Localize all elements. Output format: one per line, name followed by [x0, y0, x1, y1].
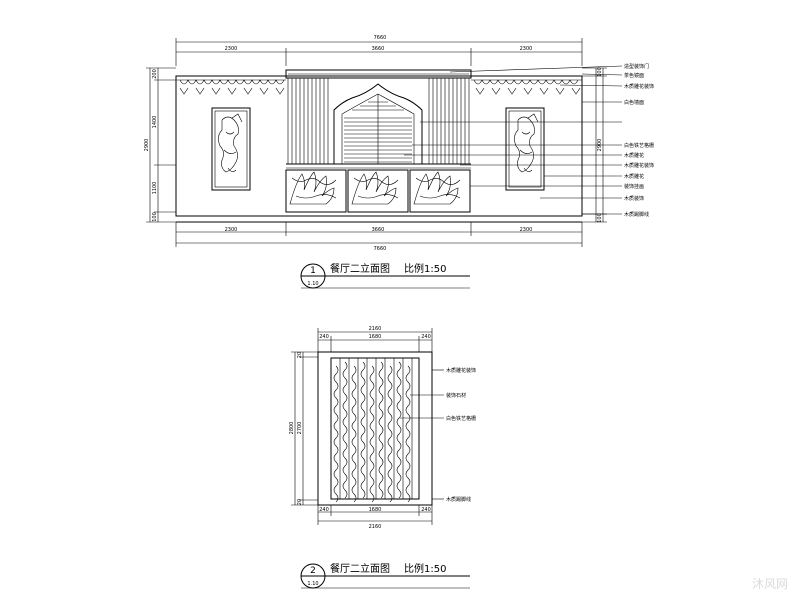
callout-labels-2: 木质雕花装饰 装饰石材 白色铁艺格栅 木质踢脚线 [446, 367, 476, 503]
left-cornice [176, 79, 286, 95]
top-seg-dim-3: 2300 [520, 46, 533, 52]
callout-8: 木质雕花 [624, 173, 644, 180]
right-dim-1: 100 [597, 67, 603, 77]
title-1: 餐厅二立面图 [330, 262, 390, 275]
callout-9: 装饰挂画 [624, 183, 644, 190]
carved-panel-2 [347, 169, 409, 213]
top-total-dim-2: 2160 [369, 326, 382, 332]
carved-panel-1 [285, 169, 347, 213]
bottom-seg-2-1: 240 [319, 507, 329, 513]
right-curtain [428, 77, 470, 165]
top-seg-2-3: 240 [421, 334, 431, 340]
bottom-seg-dim-2: 3660 [372, 227, 385, 233]
screen-inner-frame [330, 357, 420, 500]
bottom-dimensions: 2300 3660 2300 7660 [175, 222, 583, 252]
left-dim-3: 1100 [152, 182, 158, 195]
callout-7: 木质雕花装饰 [624, 162, 654, 169]
scale-1: 比例1:50 [404, 262, 446, 275]
callout-1: 造型装饰门 [624, 63, 649, 70]
title-2: 餐厅二立面图 [330, 562, 390, 575]
screen-frame [317, 351, 433, 506]
top-total-dim: 7660 [374, 35, 387, 41]
elevation-2: 2160 240 1680 240 20 2700 20 2800 [289, 326, 476, 589]
left-dim-2-total: 2800 [289, 422, 295, 435]
callout-labels: 造型装饰门 茶色镜面 木质雕花装饰 白色墙面 白色铁艺格栅 木质雕花 木质雕花装… [624, 63, 654, 218]
sheet-ref-1: 1.10 [307, 281, 318, 287]
center-top-band [285, 69, 472, 79]
scale-2: 比例1:50 [404, 562, 446, 575]
elevation-1: 7660 2300 3660 2300 200 1400 2900 1100 1… [144, 35, 654, 289]
callout-5: 白色铁艺格栅 [624, 142, 654, 149]
callout-leaders [404, 65, 623, 215]
watermark-text: 沐风网 [752, 577, 788, 591]
callout-6: 木质雕花 [624, 152, 644, 159]
callout-2-4: 木质踢脚线 [446, 496, 471, 503]
top-seg-2-1: 240 [319, 334, 329, 340]
title-number-1: 1 [310, 266, 316, 276]
watermark: 沐风网 [752, 577, 788, 591]
arched-louvre-window [333, 83, 423, 165]
top-seg-dim-1: 2300 [225, 46, 238, 52]
right-decor-panel [505, 107, 545, 191]
bottom-total-dim: 7660 [374, 246, 387, 252]
bottom-seg-2-2: 1680 [369, 507, 382, 513]
left-dimensions-2: 20 2700 20 2800 [289, 351, 318, 506]
sheet-ref-2: 1.10 [307, 581, 318, 587]
left-curtain [287, 77, 329, 165]
left-decor-panel [211, 107, 251, 191]
left-dim-1: 200 [152, 69, 158, 79]
carved-lattice [333, 358, 413, 503]
callout-2-1: 木质雕花装饰 [446, 367, 476, 374]
carved-panel-3 [409, 169, 471, 213]
callout-3: 木质雕花装饰 [624, 83, 654, 90]
bottom-dimensions-2: 240 1680 240 2160 [317, 505, 433, 530]
left-dimensions: 200 1400 2900 1100 100 [144, 67, 176, 223]
left-dim-2: 1400 [152, 116, 158, 129]
callout-2: 茶色镜面 [624, 72, 644, 79]
top-dimensions: 7660 2300 3660 2300 [175, 35, 583, 66]
right-cornice [471, 79, 582, 95]
left-dim-2-1: 20 [297, 352, 303, 358]
bottom-seg-2-3: 240 [421, 507, 431, 513]
callout-11: 木质踢脚线 [624, 211, 649, 218]
left-dim-2-3: 20 [297, 499, 303, 505]
callout-4: 白色墙面 [624, 99, 644, 106]
callout-2-3: 白色铁艺格栅 [446, 415, 476, 422]
title-block-2: 2 1.10 餐厅二立面图 比例1:50 [300, 562, 470, 589]
bottom-total-dim-2: 2160 [369, 524, 382, 530]
callout-10: 木质装饰 [624, 195, 644, 202]
bottom-seg-dim-3: 2300 [520, 227, 533, 233]
top-seg-dim-2: 3660 [372, 46, 385, 52]
top-dimensions-2: 2160 240 1680 240 [317, 326, 433, 352]
title-block-1: 1 1.10 餐厅二立面图 比例1:50 [300, 262, 470, 289]
left-dim-4: 100 [152, 212, 158, 222]
callout-2-2: 装饰石材 [446, 392, 466, 399]
left-dim-total: 2900 [144, 139, 150, 152]
left-dim-2-2: 2700 [297, 422, 303, 435]
right-dim-3: 100 [597, 213, 603, 223]
title-number-2: 2 [310, 566, 316, 576]
callout-leaders-2 [400, 369, 444, 500]
bottom-seg-dim-1: 2300 [225, 227, 238, 233]
top-seg-2-2: 1680 [369, 334, 382, 340]
